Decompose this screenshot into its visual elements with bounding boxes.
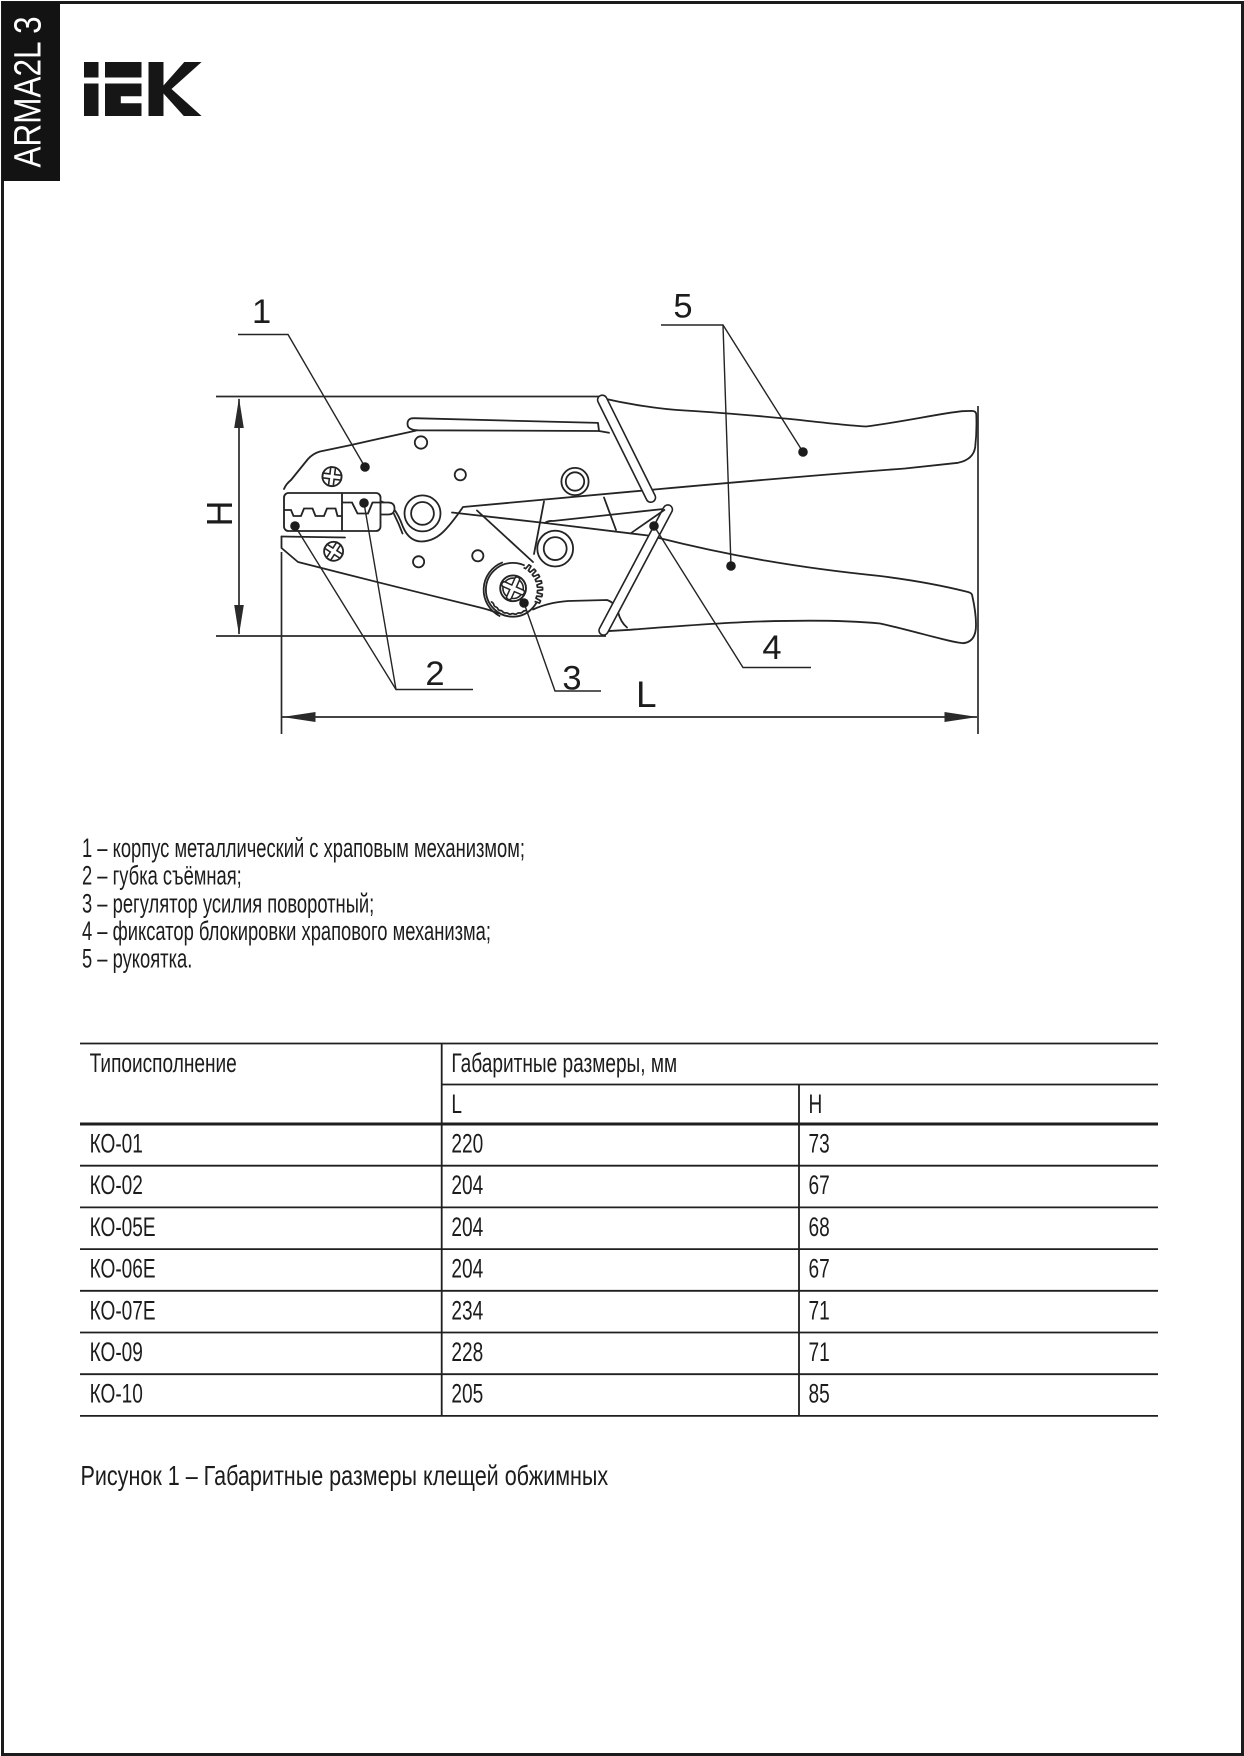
svg-text:2: 2 [425,655,444,693]
svg-text:67: 67 [809,1253,830,1283]
svg-text:2 – губка съёмная;: 2 – губка съёмная; [82,860,242,890]
svg-text:Рисунок 1 – Габаритные размеры: Рисунок 1 – Габаритные размеры клещей об… [81,1460,609,1491]
svg-text:5 – рукоятка.: 5 – рукоятка. [82,943,192,973]
svg-text:5: 5 [673,288,692,326]
svg-text:Типоисполнение: Типоисполнение [90,1048,237,1078]
svg-text:H: H [809,1089,823,1119]
svg-text:71: 71 [809,1295,830,1325]
svg-text:КО-02: КО-02 [90,1170,143,1200]
svg-text:Габаритные размеры, мм: Габаритные размеры, мм [451,1048,677,1078]
svg-text:204: 204 [451,1212,483,1242]
svg-text:КО-06Е: КО-06Е [90,1253,156,1283]
svg-text:КО-10: КО-10 [90,1379,143,1409]
svg-text:H: H [199,501,240,527]
svg-text:4: 4 [762,629,781,667]
svg-text:68: 68 [809,1212,830,1242]
svg-text:L: L [451,1089,462,1119]
svg-text:205: 205 [451,1379,483,1409]
svg-text:71: 71 [809,1337,830,1367]
svg-text:220: 220 [451,1128,483,1158]
svg-text:204: 204 [451,1253,483,1283]
svg-text:КО-07Е: КО-07Е [90,1295,156,1325]
svg-text:67: 67 [809,1170,830,1200]
svg-text:1: 1 [252,293,271,331]
svg-text:КО-09: КО-09 [90,1337,143,1367]
svg-text:4 – фиксатор блокировки храпов: 4 – фиксатор блокировки храпового механи… [82,915,491,945]
svg-text:234: 234 [451,1295,483,1325]
svg-text:1 – корпус металлический с хра: 1 – корпус металлический с храповым меха… [82,832,525,862]
svg-text:КО-01: КО-01 [90,1128,143,1158]
svg-text:L: L [636,674,657,715]
svg-text:3 – регулятор усилия поворотны: 3 – регулятор усилия поворотный; [82,888,374,918]
svg-text:КО-05Е: КО-05Е [90,1212,156,1242]
svg-text:204: 204 [451,1170,483,1200]
svg-text:228: 228 [451,1337,483,1367]
svg-text:73: 73 [809,1128,830,1158]
svg-text:85: 85 [809,1379,830,1409]
svg-text:3: 3 [562,660,581,698]
